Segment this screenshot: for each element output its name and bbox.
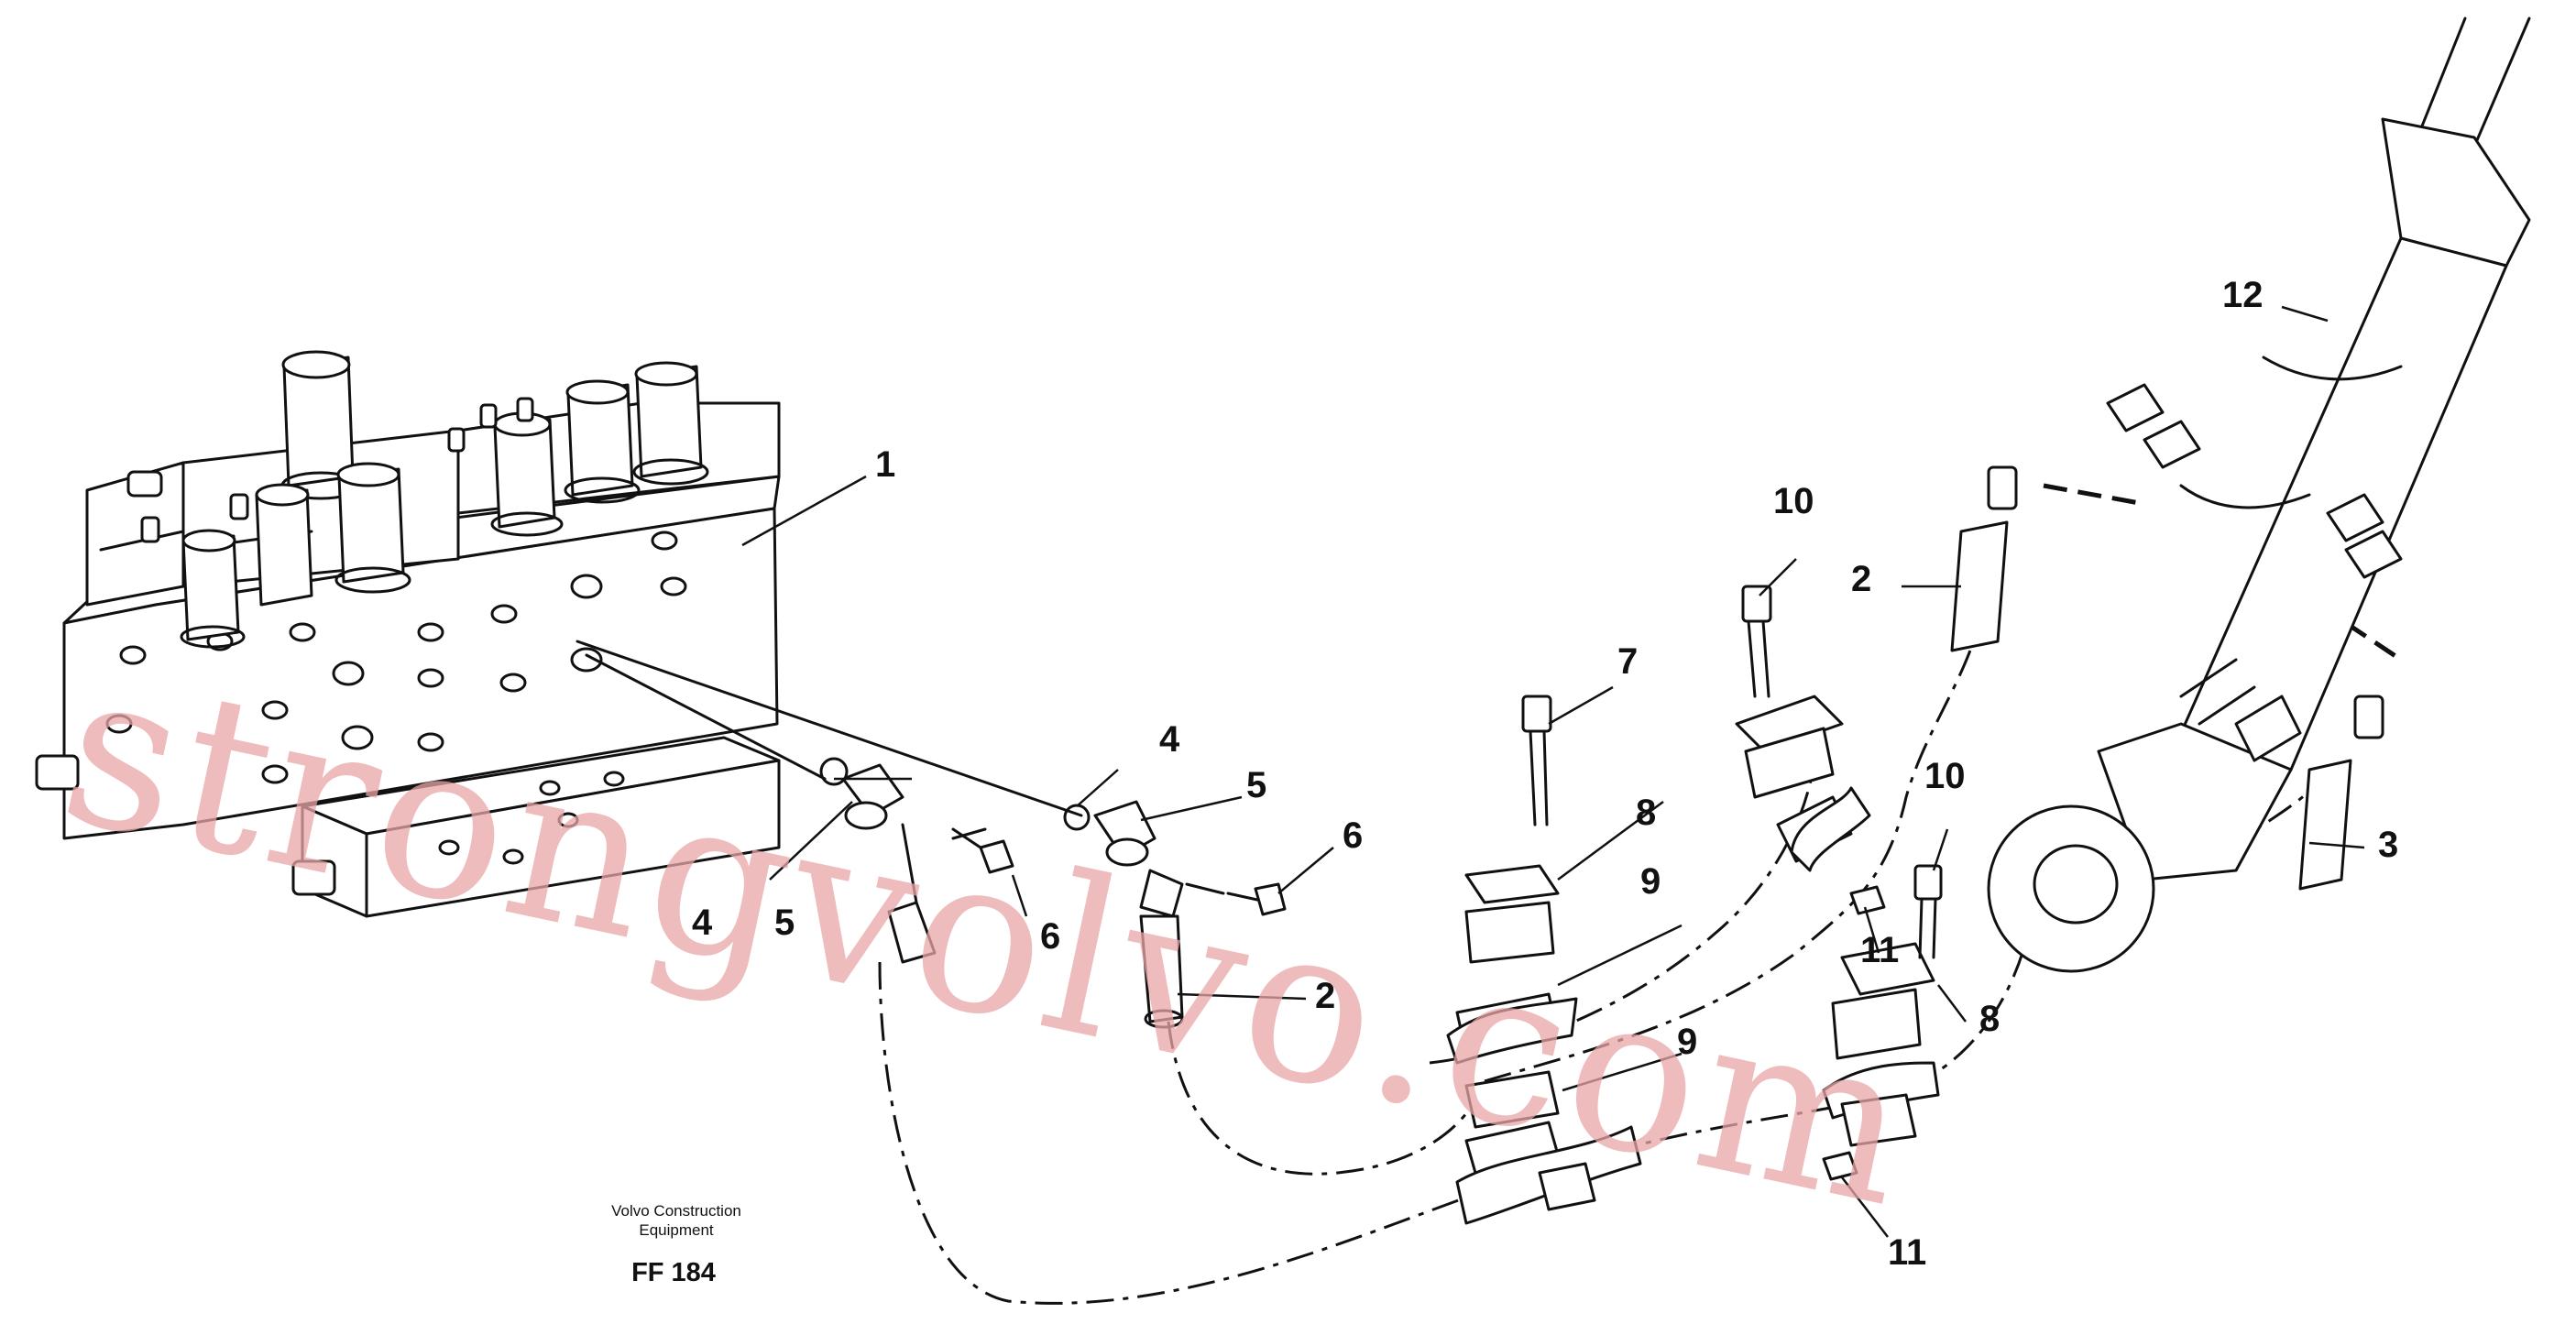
callout-2-upper: 2 [1851,559,1871,599]
callout-11-lower: 11 [1888,1232,1926,1273]
hose-end-fittings [1950,465,2384,891]
callout-10-lower: 10 [1924,756,1966,796]
hose-clamps [1446,695,1940,1225]
callout-6-lower: 6 [1040,916,1060,957]
hydraulic-hoses [575,483,2403,1305]
callout-9-upper: 9 [1640,861,1661,902]
watermark-text: strongvolvo.com [44,621,1935,1256]
caption-equipment: Equipment [639,1221,714,1239]
callout-12: 12 [2222,275,2264,315]
callout-5-upper: 5 [1246,765,1266,805]
plug-bolts [951,827,1287,916]
elbow-fitting-right [1063,800,1225,1029]
clamp-bolts [1521,585,1943,1181]
hydraulic-cylinder [1987,16,2531,973]
leader-lines [741,305,2365,1238]
caption-company: Volvo Construction [611,1202,741,1220]
figure-code: FF 184 [631,1258,716,1287]
solenoid-coils [180,350,709,649]
callout-5-lower: 5 [774,903,795,943]
callout-9-lower: 9 [1677,1022,1697,1062]
callout-7: 7 [1617,641,1638,682]
callout-8-upper: 8 [1636,793,1656,833]
callout-numbers: 1 2 2 3 4 4 5 5 6 6 7 8 8 9 9 10 10 11 1… [692,275,2398,1273]
callout-1: 1 [875,444,895,485]
callout-2-lower: 2 [1315,976,1335,1016]
callout-3: 3 [2378,825,2398,865]
figure-caption: Volvo Construction Equipment FF 184 [611,1202,741,1287]
callout-6-upper: 6 [1343,815,1363,856]
callout-4-upper: 4 [1159,719,1180,760]
callout-11-upper: 11 [1860,930,1899,970]
callout-10-upper: 10 [1773,481,1814,521]
watermark: strongvolvo.com [44,621,1935,1256]
callout-8-lower: 8 [1979,999,2000,1039]
callout-4-lower: 4 [692,903,713,943]
control-valve-block [35,350,781,918]
